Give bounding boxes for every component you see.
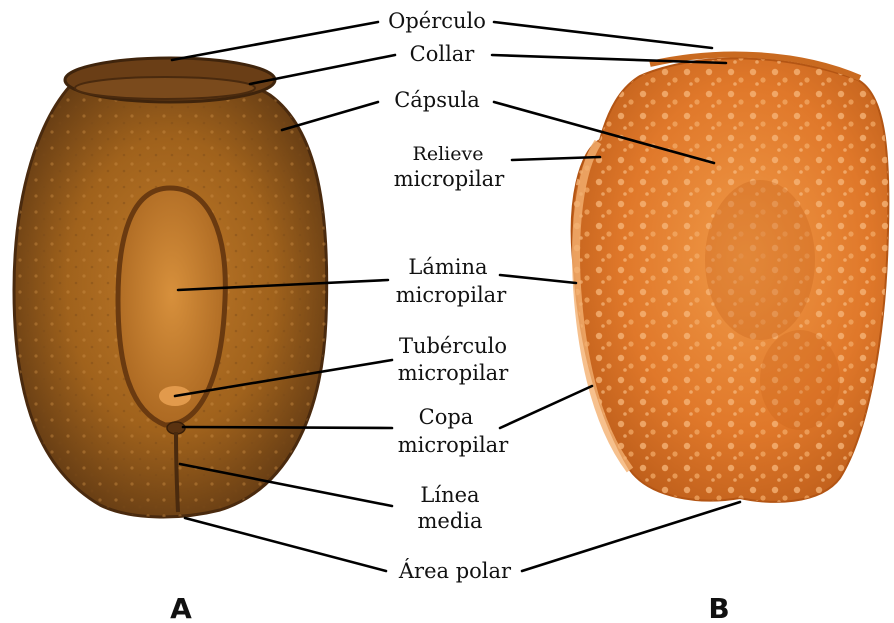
labels: Opérculo Collar Cápsula Relieve micropil… <box>388 9 512 583</box>
label-area-polar: Área polar <box>398 559 512 583</box>
label-linea-line2: media <box>417 509 482 533</box>
label-tuberculo-line2: micropilar <box>398 361 509 385</box>
egg-a <box>14 58 327 517</box>
label-copa-line1: Copa <box>419 405 474 429</box>
leader-copa-b <box>500 386 592 428</box>
leader-lamina-b <box>500 275 576 283</box>
leader-operculo-a <box>172 22 378 60</box>
label-relieve-line2: micropilar <box>394 167 505 191</box>
egg-a-collar <box>75 77 255 99</box>
leader-copa-a <box>183 427 392 428</box>
label-relieve-line1: Relieve <box>413 143 484 165</box>
label-lamina-line1: Lámina <box>408 255 487 279</box>
leader-capsula-a <box>282 102 378 130</box>
label-collar: Collar <box>410 42 476 66</box>
panel-label-a: A <box>170 592 192 623</box>
label-capsula: Cápsula <box>394 88 480 112</box>
label-tuberculo-line1: Tubérculo <box>399 334 507 358</box>
egg-b <box>572 55 889 502</box>
panel-label-b: B <box>708 592 729 623</box>
label-operculo: Opérculo <box>388 9 486 33</box>
leader-collar-a <box>250 55 395 84</box>
leader-area-polar-b <box>522 502 740 571</box>
leader-operculo-b <box>494 22 712 48</box>
label-copa-line2: micropilar <box>398 433 509 457</box>
label-linea-line1: Línea <box>420 483 479 507</box>
egg-a-median-line <box>176 432 178 512</box>
label-lamina-line2: micropilar <box>396 283 507 307</box>
leader-area-polar-a <box>185 518 386 571</box>
